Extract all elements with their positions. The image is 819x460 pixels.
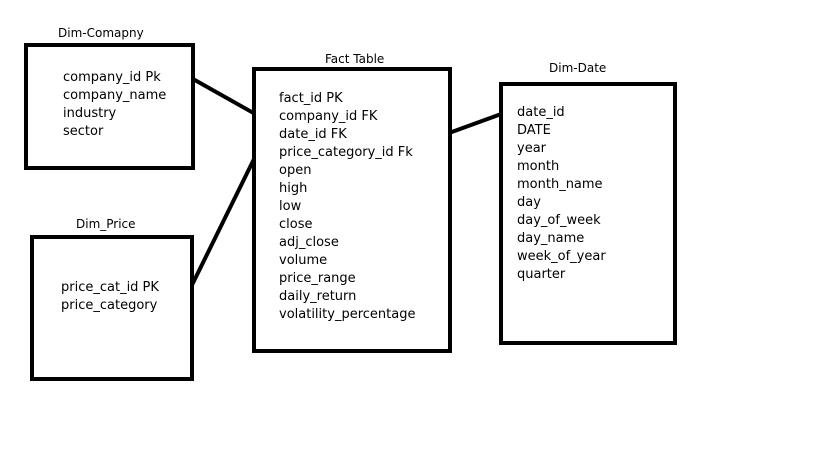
field-close: close (279, 217, 313, 232)
field-high: high (279, 181, 308, 196)
field-price-category: price_category (61, 298, 158, 313)
field-month-name: month_name (517, 177, 603, 192)
field-fact-price-category-id: price_category_id Fk (279, 145, 413, 160)
dim-date-field-list: date_id DATE year month month_name day d… (517, 104, 606, 284)
field-day: day (517, 195, 541, 210)
connector-company-to-fact (192, 77, 258, 117)
field-quarter: quarter (517, 267, 566, 282)
field-adj-close: adj_close (279, 235, 339, 250)
field-sector: sector (63, 124, 104, 139)
fact-table-field-list: fact_id PK company_id FK date_id FK pric… (279, 90, 415, 324)
field-low: low (279, 199, 302, 214)
dim-company-entity (24, 43, 195, 170)
dim-company-field-list: company_id Pk company_name industry sect… (63, 69, 166, 141)
field-fact-id: fact_id PK (279, 91, 343, 106)
field-date: DATE (517, 123, 551, 138)
field-month: month (517, 159, 560, 174)
field-year: year (517, 141, 547, 156)
field-daily-return: daily_return (279, 289, 357, 304)
dim-date-title: Dim-Date (549, 61, 607, 75)
fact-table-entity (252, 67, 452, 353)
field-company-name: company_name (63, 88, 167, 103)
field-volatility-percentage: volatility_percentage (279, 307, 416, 322)
field-week-of-year: week_of_year (517, 249, 606, 264)
dim-price-field-list: price_cat_id PK price_category (61, 279, 159, 315)
field-price-range: price_range (279, 271, 356, 286)
field-fact-company-id: company_id FK (279, 109, 378, 124)
field-company-id: company_id Pk (63, 70, 161, 85)
fact-table-title: Fact Table (325, 52, 385, 66)
field-day-name: day_name (517, 231, 585, 246)
field-fact-date-id: date_id FK (279, 127, 347, 142)
dim-price-title: Dim_Price (76, 217, 136, 231)
field-volume: volume (279, 253, 328, 268)
dim-price-entity (30, 235, 194, 381)
field-industry: industry (63, 106, 117, 121)
connector-price-to-fact (189, 154, 258, 288)
dim-date-entity (499, 82, 677, 345)
field-date-id: date_id (517, 105, 565, 120)
dim-company-title: Dim-Comapny (58, 26, 144, 40)
field-open: open (279, 163, 312, 178)
field-day-of-week: day_of_week (517, 213, 601, 228)
connector-fact-to-date (448, 111, 505, 135)
field-price-cat-id: price_cat_id PK (61, 280, 159, 295)
